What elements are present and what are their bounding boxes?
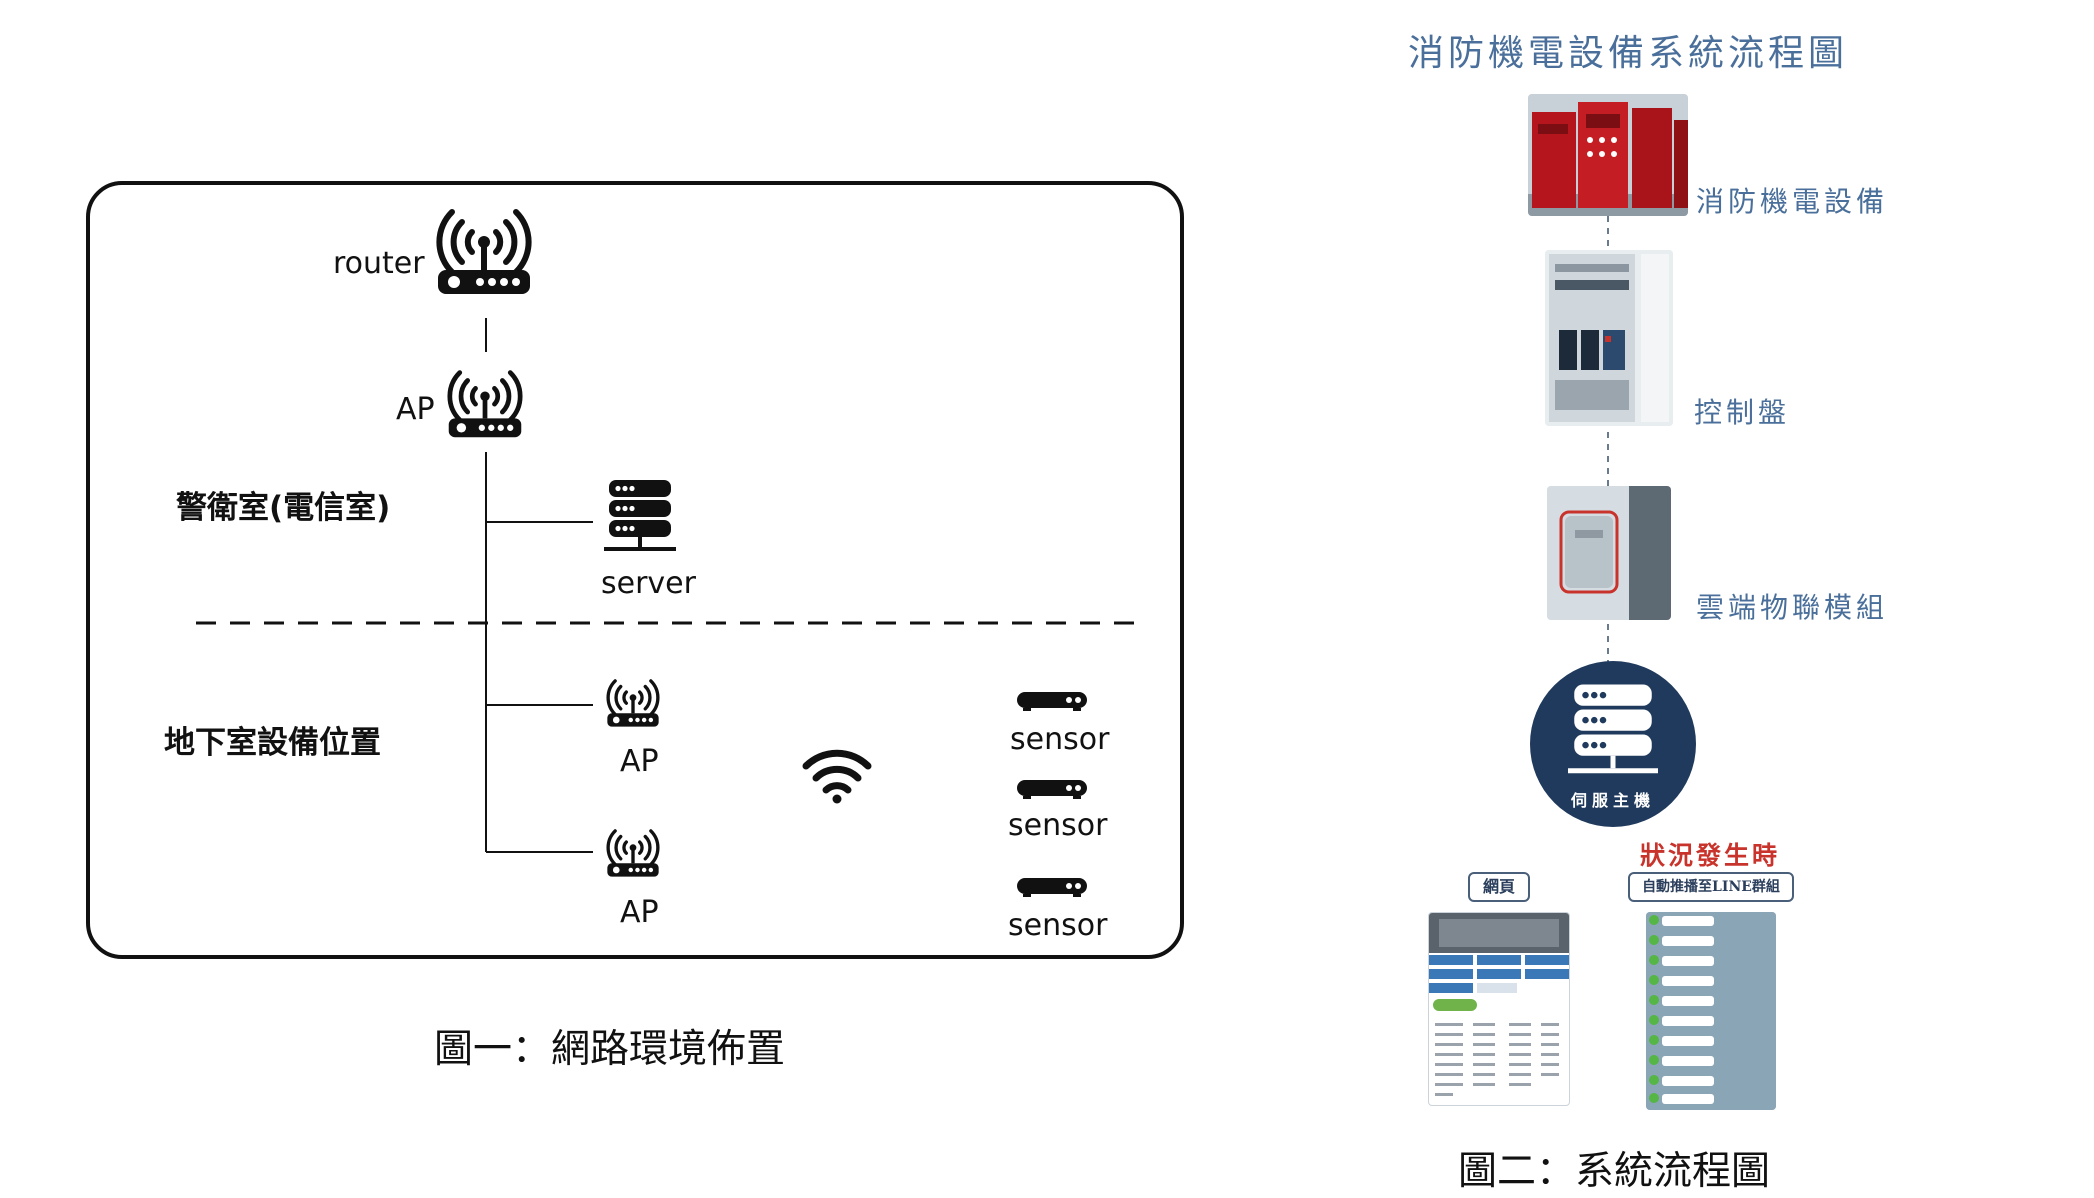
network-diagram-frame (86, 181, 1184, 959)
line-group-screenshot (1646, 912, 1776, 1110)
basement-label: 地下室設備位置 (164, 725, 381, 761)
web-page-screenshot (1428, 912, 1570, 1106)
sensor-3-label: sensor (1008, 908, 1108, 943)
router-label: router (333, 246, 425, 281)
wifi-icon (802, 749, 872, 804)
sensor-1-label: sensor (1010, 722, 1110, 757)
sensor-3-icon (1017, 878, 1087, 897)
sensor-2-label: sensor (1008, 808, 1108, 843)
server-host-label: 伺服主機 (1570, 791, 1655, 810)
alert-label: 狀況發生時 (1640, 841, 1781, 870)
figure2-caption: 圖二：系統流程圖 (1458, 1149, 1771, 1194)
guard-room-label: 警衛室(電信室) (176, 490, 391, 526)
line-group-tag: 自動推播至LINE群組 (1628, 872, 1794, 902)
fire-equipment-label: 消防機電設備 (1696, 185, 1889, 218)
server-icon (604, 480, 676, 551)
iot-module-label: 雲端物聯模組 (1696, 591, 1889, 624)
web-tag: 網頁 (1468, 872, 1530, 902)
ap-top-label: AP (396, 392, 435, 427)
ap-top-icon (447, 370, 523, 438)
server-host-icon (1568, 684, 1658, 774)
figure2-title: 消防機電設備系統流程圖 (1408, 33, 1849, 74)
network-diagram-lines (196, 318, 1145, 853)
control-panel-label: 控制盤 (1694, 396, 1791, 429)
iot-module-photo (1547, 486, 1671, 620)
sensor-2-icon (1017, 780, 1087, 799)
router-icon (436, 209, 532, 294)
ap-mid-icon (606, 679, 660, 727)
ap-bottom-label: AP (620, 895, 659, 930)
server-label: server (601, 566, 696, 601)
control-panel-photo (1545, 250, 1673, 426)
ap-bottom-icon (606, 829, 660, 877)
figure1-caption: 圖一：網路環境佈置 (434, 1027, 786, 1072)
ap-mid-label: AP (620, 744, 659, 779)
sensor-1-icon (1017, 692, 1087, 711)
fire-equipment-photo (1528, 94, 1688, 216)
